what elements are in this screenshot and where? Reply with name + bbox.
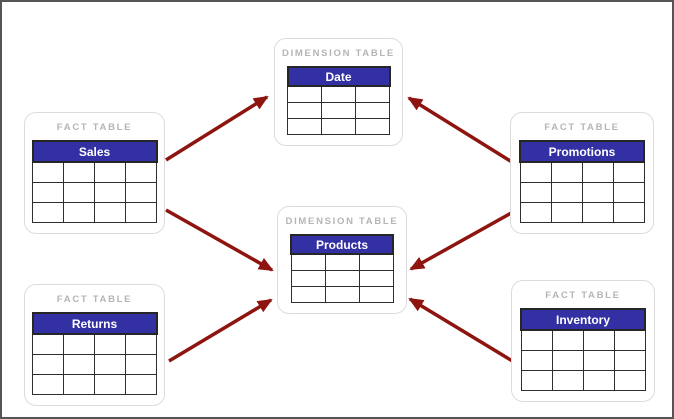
table-cell xyxy=(125,202,157,223)
table-cell xyxy=(321,85,356,103)
table-cell xyxy=(63,161,95,183)
table-cell xyxy=(32,161,64,183)
date-table: Date xyxy=(286,66,391,135)
table-cell xyxy=(125,161,157,183)
table-cell xyxy=(519,202,552,223)
table-cell xyxy=(520,350,553,371)
table-cell xyxy=(551,329,584,351)
table-kind-label: DIMENSION TABLE xyxy=(282,48,395,59)
table-title: Date xyxy=(286,66,391,87)
table-cell xyxy=(613,370,646,391)
table-cell xyxy=(290,253,326,271)
table-cell xyxy=(582,350,615,371)
table-cell xyxy=(63,354,95,375)
table-cell xyxy=(613,350,646,371)
arrow-sales-to-date xyxy=(165,95,269,162)
table-cell xyxy=(94,202,126,223)
dimension-table-card-products: DIMENSION TABLE Products xyxy=(277,206,407,314)
fact-table-card-returns: FACT TABLE Returns xyxy=(24,284,165,406)
table-cell xyxy=(63,202,95,223)
table-title: Products xyxy=(290,234,394,255)
table-cell xyxy=(358,270,394,287)
table-cell xyxy=(125,182,157,203)
table-cell xyxy=(551,350,584,371)
fact-table-card-sales: FACT TABLE Sales xyxy=(24,112,165,234)
fact-table-card-inventory: FACT TABLE Inventory xyxy=(511,280,655,402)
table-cell xyxy=(321,118,356,135)
table-cell xyxy=(520,370,553,391)
table-cell xyxy=(287,102,322,119)
sales-table: Sales xyxy=(31,140,158,223)
table-cell xyxy=(287,85,322,103)
table-cell xyxy=(125,374,157,395)
table-cell xyxy=(63,333,95,355)
table-cell xyxy=(550,182,583,203)
table-title: Promotions xyxy=(519,140,645,163)
table-cell xyxy=(355,118,390,135)
table-cell xyxy=(355,85,390,103)
table-cell xyxy=(94,161,126,183)
table-cell xyxy=(519,161,552,183)
table-cell xyxy=(32,374,64,395)
table-cell xyxy=(581,161,614,183)
table-cell xyxy=(519,182,552,203)
table-cell xyxy=(612,202,645,223)
table-cell xyxy=(32,202,64,223)
table-cell xyxy=(582,329,615,351)
table-cell xyxy=(94,182,126,203)
table-cell xyxy=(290,286,326,303)
table-cell xyxy=(324,270,360,287)
table-cell xyxy=(94,374,126,395)
table-cell xyxy=(125,354,157,375)
table-cell xyxy=(63,182,95,203)
fact-table-card-promotions: FACT TABLE Promotions xyxy=(510,112,654,234)
table-cell xyxy=(355,102,390,119)
table-cell xyxy=(581,182,614,203)
table-cell xyxy=(581,202,614,223)
inventory-table: Inventory xyxy=(520,308,646,391)
table-title: Inventory xyxy=(520,308,646,331)
table-cell xyxy=(32,333,64,355)
table-kind-label: FACT TABLE xyxy=(544,122,620,133)
table-cell xyxy=(358,286,394,303)
table-cell xyxy=(324,286,360,303)
arrow-sales-to-products xyxy=(165,208,274,272)
table-cell xyxy=(551,370,584,391)
arrow-returns-to-products xyxy=(168,298,273,363)
dimension-table-card-date: DIMENSION TABLE Date xyxy=(274,38,403,146)
table-cell xyxy=(290,270,326,287)
table-cell xyxy=(358,253,394,271)
table-cell xyxy=(32,354,64,375)
table-cell xyxy=(550,202,583,223)
arrow-inventory-to-products xyxy=(408,297,515,364)
table-cell xyxy=(321,102,356,119)
table-kind-label: FACT TABLE xyxy=(56,122,133,133)
arrow-promotions-to-products xyxy=(409,210,514,271)
table-cell xyxy=(125,333,157,355)
arrow-promotions-to-date xyxy=(407,96,513,164)
table-kind-label: FACT TABLE xyxy=(56,294,133,305)
table-cell xyxy=(612,161,645,183)
table-cell xyxy=(520,329,553,351)
table-title: Returns xyxy=(31,312,158,335)
table-kind-label: FACT TABLE xyxy=(545,290,621,301)
table-cell xyxy=(612,182,645,203)
table-cell xyxy=(613,329,646,351)
table-title: Sales xyxy=(31,140,158,163)
products-table: Products xyxy=(290,234,394,303)
table-cell xyxy=(324,253,360,271)
table-cell xyxy=(582,370,615,391)
table-cell xyxy=(32,182,64,203)
table-cell xyxy=(63,374,95,395)
table-cell xyxy=(94,354,126,375)
table-kind-label: DIMENSION TABLE xyxy=(285,216,399,227)
table-cell xyxy=(550,161,583,183)
returns-table: Returns xyxy=(31,312,158,395)
promotions-table: Promotions xyxy=(519,140,645,223)
table-cell xyxy=(287,118,322,135)
table-cell xyxy=(94,333,126,355)
